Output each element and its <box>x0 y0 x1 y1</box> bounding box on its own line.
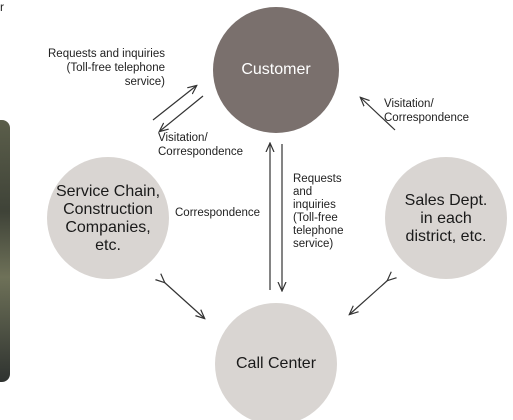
service-chain-line-4: etc. <box>95 237 121 254</box>
cropped-text-fragment: r <box>0 0 4 14</box>
correspondence-label: Correspondence <box>175 207 261 219</box>
sales-dept-label: Sales Dept. in each district, etc. <box>385 192 507 246</box>
requests-center-line-5: telephone <box>293 225 344 237</box>
arrow-visitation-to-service-chain <box>160 95 204 131</box>
service-chain-line-3: Companies, <box>65 219 151 236</box>
service-chain-label: Service Chain, Construction Companies, e… <box>47 183 169 255</box>
sales-dept-node <box>385 157 507 279</box>
service-chain-line-2: Construction <box>63 201 153 218</box>
requests-center-line-2: and <box>293 186 313 198</box>
call-center-label: Call Center <box>235 355 317 372</box>
requests-left-line-1: Requests and inquiries <box>48 48 165 60</box>
customer-label: Customer <box>241 61 311 78</box>
arrow-sales-to-customer <box>361 98 396 131</box>
requests-center-line-6: service) <box>293 238 334 250</box>
requests-center-line-1: Requests <box>293 173 342 185</box>
visitation-right-label: Visitation/ Correspondence <box>384 97 469 125</box>
requests-center-line-3: inquiries <box>293 199 336 211</box>
arrow-requests-to-customer <box>152 86 196 121</box>
visitation-left-line-1: Visitation/ <box>158 132 208 144</box>
visitation-right-line-2: Correspondence <box>384 112 470 124</box>
requests-center-line-4: (Toll-free <box>293 212 338 224</box>
service-chain-line-1: Service Chain, <box>55 183 161 200</box>
service-chain-node <box>47 157 169 279</box>
visitation-left-line-2: Correspondence <box>158 146 244 158</box>
sales-dept-line-2: in each <box>420 210 472 227</box>
customer-node <box>213 7 339 133</box>
requests-inquiries-center-label: Requests and inquiries (Toll-free teleph… <box>293 173 344 251</box>
visitation-right-line-1: Visitation/ <box>384 98 434 110</box>
sales-dept-line-1: Sales Dept. <box>404 192 488 209</box>
call-center-node <box>215 303 337 420</box>
visitation-left-label: Visitation/ Correspondence <box>158 131 243 159</box>
sales-dept-line-3: district, etc. <box>405 228 487 245</box>
requests-inquiries-left-label: Requests and inquiries (Toll-free teleph… <box>8 47 165 89</box>
requests-left-line-2: (Toll-free telephone <box>66 62 165 74</box>
arrow-service-callcenter <box>164 282 204 318</box>
arrow-sales-callcenter <box>350 280 388 314</box>
cropped-photo-edge <box>0 120 10 382</box>
requests-left-line-3: service) <box>124 76 165 88</box>
